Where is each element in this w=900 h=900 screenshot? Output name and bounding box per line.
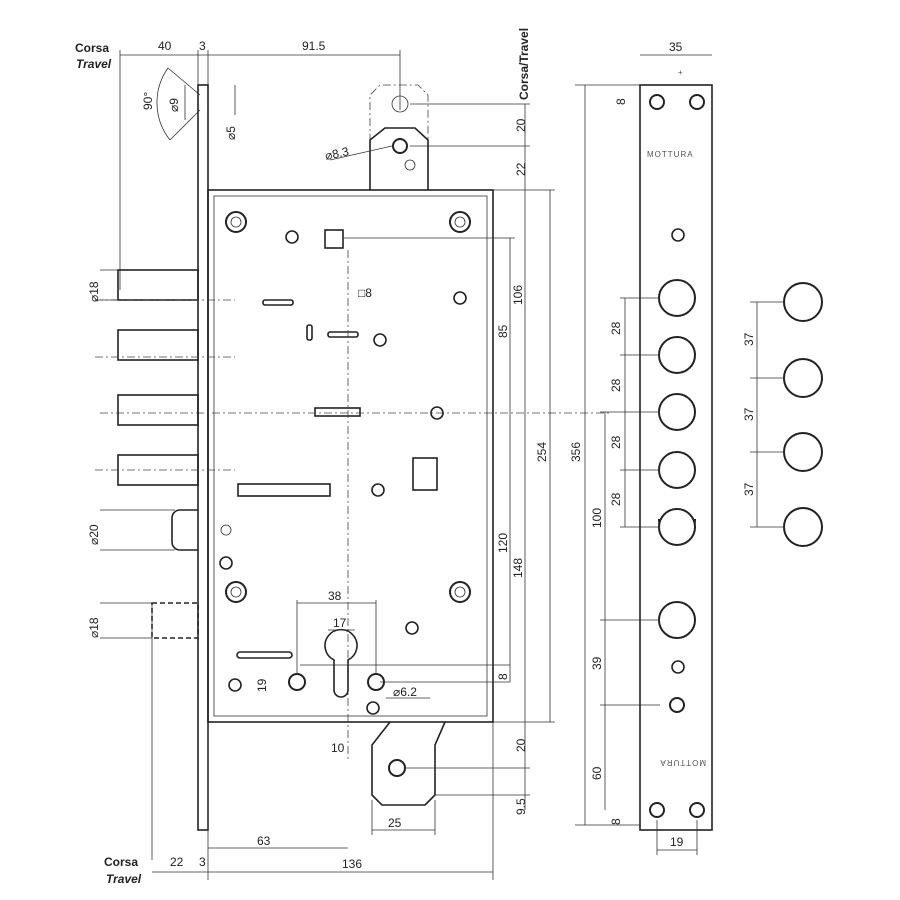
bevel-detail: 90° ⌀9 ⌀5 bbox=[141, 67, 238, 141]
dim-20-top: 20 bbox=[514, 118, 528, 132]
svg-text:+: + bbox=[678, 68, 684, 77]
dim-9-5: 9.5 bbox=[514, 798, 528, 815]
bottom-63: 63 bbox=[257, 834, 271, 848]
cyl-19: 19 bbox=[255, 678, 269, 692]
round-37-1: 37 bbox=[742, 332, 756, 346]
dim-20-bottom: 20 bbox=[514, 738, 528, 752]
travel-bottom-en: Travel bbox=[106, 872, 142, 886]
dia-5: ⌀5 bbox=[224, 126, 238, 140]
strike-28-3: 28 bbox=[609, 435, 623, 449]
cyl-17: 17 bbox=[333, 616, 347, 630]
cyl-38: 38 bbox=[328, 589, 342, 603]
round-37-3: 37 bbox=[742, 482, 756, 496]
dia-8-3: ⌀8.3 bbox=[324, 144, 351, 163]
dim-120: 120 bbox=[496, 533, 510, 553]
dia-9: ⌀9 bbox=[167, 98, 181, 112]
strike-39: 39 bbox=[590, 656, 604, 670]
travel-bottom-it: Corsa bbox=[104, 855, 138, 869]
bottom-22: 22 bbox=[170, 855, 184, 869]
square-8: □8 bbox=[358, 286, 372, 300]
strike-100: 100 bbox=[590, 508, 604, 528]
bottom-strike-tab: 25 20 9.5 bbox=[371, 721, 530, 835]
vertical-dimensions: 106 85 254 356 120 148 8 bbox=[493, 84, 640, 826]
travel-latch-label: Corsa/Travel bbox=[517, 28, 531, 100]
dim-254: 254 bbox=[535, 442, 549, 462]
bottom-136: 136 bbox=[342, 857, 362, 871]
dia-18-top: ⌀18 bbox=[87, 281, 101, 302]
cyl-10: 10 bbox=[331, 741, 345, 755]
strike-8-bottom: 8 bbox=[609, 818, 623, 825]
dia-20: ⌀20 bbox=[87, 524, 101, 545]
angle-90: 90° bbox=[141, 92, 155, 110]
bottom-dimensions: Corsa Travel 22 3 63 136 bbox=[104, 722, 494, 886]
dim-356: 356 bbox=[569, 442, 583, 462]
lock-case: □8 38 17 19 ⌀6.2 10 bbox=[100, 189, 685, 760]
round-37-2: 37 bbox=[742, 407, 756, 421]
faceplate bbox=[197, 84, 209, 831]
dim-22-top: 22 bbox=[514, 162, 528, 176]
strike-28-2: 28 bbox=[609, 378, 623, 392]
top-dimensions: Corsa Travel 40 3 91.5 Corsa/Travel bbox=[75, 28, 531, 290]
dim-40: 40 bbox=[158, 39, 172, 53]
strike-8-top: 8 bbox=[614, 98, 628, 105]
brand-top: MOTTURA bbox=[647, 150, 694, 159]
round-bolt-pattern: 37 37 37 bbox=[742, 282, 823, 547]
travel-top-en: Travel bbox=[76, 57, 112, 71]
dim-85: 85 bbox=[496, 324, 510, 338]
dim-106: 106 bbox=[511, 285, 525, 305]
bottom-3: 3 bbox=[199, 855, 206, 869]
bolts: ⌀18 ⌀20 ⌀18 bbox=[87, 269, 235, 860]
strike-28-1: 28 bbox=[609, 321, 623, 335]
dim-3: 3 bbox=[199, 39, 206, 53]
dia-18-bottom: ⌀18 bbox=[87, 617, 101, 638]
plate-25: 25 bbox=[388, 816, 402, 830]
strike-28-4: 28 bbox=[609, 492, 623, 506]
dia-6-2: ⌀6.2 bbox=[393, 685, 417, 699]
dim-91-5: 91.5 bbox=[302, 39, 326, 53]
dim-148: 148 bbox=[511, 558, 525, 578]
dim-8-cyl: 8 bbox=[496, 673, 510, 680]
brand-bottom: MOTTURA bbox=[659, 758, 706, 767]
travel-top-it: Corsa bbox=[75, 41, 109, 55]
strike-plate: 35 + 8 MOTTURA MOTTURA 28 28 28 28 100 3… bbox=[590, 40, 713, 855]
strike-35: 35 bbox=[669, 40, 683, 54]
strike-60: 60 bbox=[590, 766, 604, 780]
strike-19: 19 bbox=[670, 835, 684, 849]
top-strike-tab: ⌀8.3 20 22 bbox=[324, 84, 530, 190]
